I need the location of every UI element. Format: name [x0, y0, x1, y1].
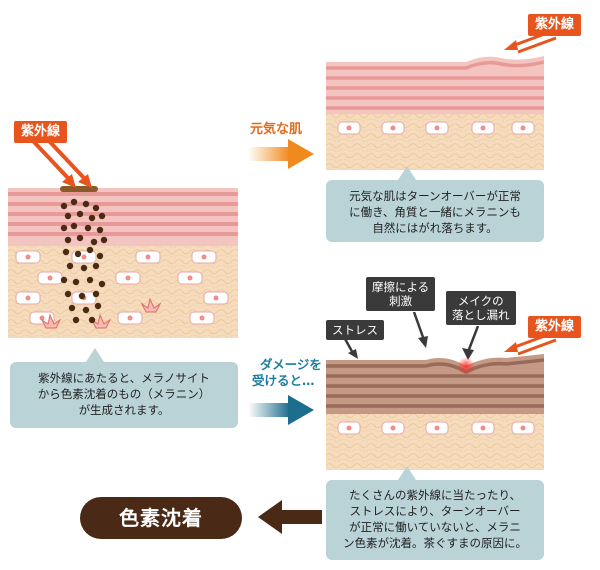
friction-label: 摩擦による 刺激: [366, 277, 436, 311]
friction-label-line-1: 摩擦による: [372, 280, 430, 294]
makeup-arrow: [462, 326, 480, 360]
caption-pointer-bottom-right: [398, 466, 416, 480]
caption-pointer-left: [86, 348, 104, 362]
makeup-label-line-1: メイクの: [457, 294, 504, 308]
caption-left: 紫外線にあたると、メラノサイト から色素沈着のもの（メラニン） が生成されます。: [10, 362, 238, 428]
makeup-label-line-2: 落とし漏れ: [452, 308, 510, 322]
uv-label-top-right: 紫外線: [528, 14, 582, 36]
damage-label-line-1: ダメージを: [260, 357, 322, 372]
result-arrow: [258, 500, 322, 534]
skin-cross-section-left: [8, 188, 238, 338]
healthy-arrow: [248, 139, 314, 169]
caption-top-right-line-1: 元気な肌はターンオーバーが正常: [349, 189, 521, 203]
caption-left-line-2: から色素沈着のもの（メラニン）: [37, 387, 211, 401]
caption-top-right-line-3: 自然にはがれ落ちます。: [372, 221, 498, 235]
damage-label-line-2: 受けると…: [252, 373, 315, 388]
uv-arrows-bottom-right: [504, 332, 557, 356]
caption-bottom-right-line-3: が正常に働いていないと、メラニ: [349, 520, 521, 534]
uv-label-left: 紫外線: [14, 121, 68, 143]
skin-cross-section-healthy: [326, 56, 544, 170]
caption-pointer-top-right: [398, 166, 416, 180]
pigmentation-result: 色素沈着: [80, 497, 242, 539]
stress-label: ストレス: [326, 320, 384, 340]
caption-bottom-right-line-2: ストレスにより、ターンオーバー: [349, 504, 521, 518]
uv-arrows-left: [32, 140, 92, 188]
uv-label-bottom-right: 紫外線: [528, 316, 582, 338]
melanin-surface-spot: [60, 186, 98, 192]
damage-label: ダメージを 受けると…: [252, 357, 322, 389]
makeup-label: メイクの 落とし漏れ: [446, 291, 516, 325]
caption-bottom-right-line-1: たくさんの紫外線に当たったり、: [348, 488, 522, 502]
damage-arrow: [248, 395, 314, 425]
caption-top-right-line-2: に働き、角質と一緒にメラニンも: [349, 205, 521, 219]
caption-bottom-right: たくさんの紫外線に当たったり、 ストレスにより、ターンオーバー が正常に働いてい…: [326, 480, 544, 560]
healthy-skin-label: 元気な肌: [250, 122, 303, 137]
uv-arrows-top-right: [504, 30, 557, 54]
stress-arrow: [342, 337, 358, 359]
caption-bottom-right-line-4: ン色素が沈着。茶ぐすまの原因に。: [343, 536, 527, 550]
friction-arrow: [412, 312, 428, 348]
caption-left-line-1: 紫外線にあたると、メラノサイト: [38, 371, 210, 385]
friction-label-line-2: 刺激: [389, 294, 413, 308]
caption-top-right: 元気な肌はターンオーバーが正常 に働き、角質と一緒にメラニンも 自然にはがれ落ち…: [326, 180, 544, 242]
caption-left-line-3: が生成されます。: [78, 403, 170, 417]
skin-cross-section-damaged: [326, 354, 544, 470]
